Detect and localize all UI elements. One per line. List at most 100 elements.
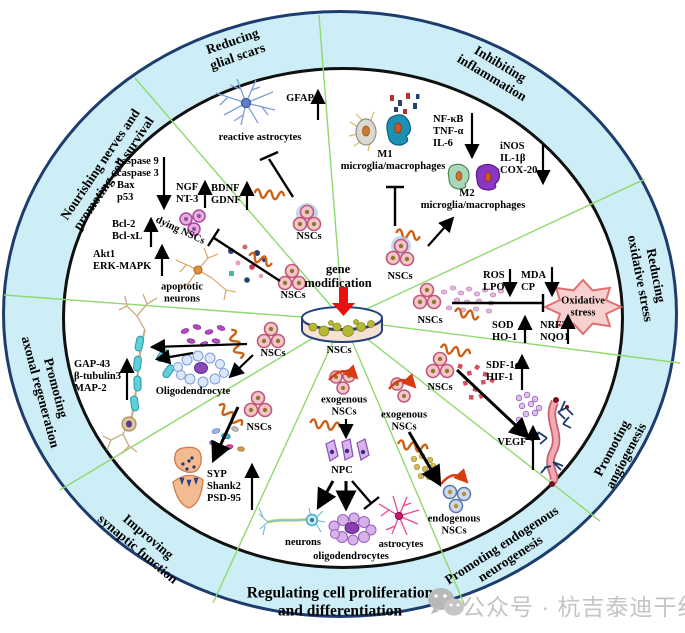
syp-molecule-list: SYP Shank2 PSD-95 (207, 469, 241, 505)
exogenous-nscs-line: NSCs (331, 406, 357, 417)
molecule-item: p53 (117, 192, 134, 204)
bdnf-molecule-list: BDNF GDNF (211, 183, 241, 207)
m1-microglia-label: microglia/macrophages (340, 161, 446, 173)
molecule-item: NT-3 (176, 194, 199, 206)
sod-molecule-list: SOD HO-1 (492, 320, 517, 344)
oxidative-stress-line: stress (570, 307, 596, 318)
molecule-item: β-tubulin3 (74, 371, 121, 383)
exogenous-nscs-label: exogenous NSCs (321, 394, 367, 418)
molecule-item: NRF2 (540, 320, 567, 331)
inhibition-bars (206, 150, 545, 510)
sector-label-line: Regulating cell proliferation (246, 584, 434, 602)
petri-dish-icon (301, 287, 383, 343)
nsc-cluster-icon (256, 321, 286, 349)
gene-modification-arrow (332, 287, 355, 316)
apoptotic-neurons-line: apoptotic (161, 281, 203, 293)
m1-microglia-icon (348, 111, 377, 152)
gap43-molecule-list: GAP-43 β-tubulin3 MAP-2 (74, 359, 121, 395)
molecule-item: PSD-95 (207, 493, 241, 505)
dish-nscs-label: NSCs (326, 345, 352, 357)
bcl-molecule-list: Bcl-2 Bcl-xL (112, 219, 142, 243)
endogenous-nscs-label: endogenous NSCs (428, 513, 481, 537)
reactive-astrocytes-label: reactive astrocytes (218, 132, 302, 144)
m2-microglia-icon-2 (475, 163, 501, 191)
akt-molecule-list: Akt1 ERK-MAPK (93, 249, 151, 273)
exogenous-nscs-line: exogenous (380, 409, 428, 421)
molecule-item: Bax (117, 180, 135, 192)
molecule-item: GDNF (211, 195, 241, 207)
thick-effect-arrows (211, 368, 531, 512)
molecule-item: GAP-43 (74, 359, 111, 370)
neurons-label: neurons (285, 537, 321, 549)
molecule-item: LPO (483, 282, 505, 294)
nscs-label: NSCs (246, 422, 272, 434)
m2-microglia-icon (447, 163, 470, 190)
exogenous-nscs-label: exogenous NSCs (381, 409, 427, 433)
molecule-item: HIF-1 (486, 372, 514, 384)
molecule-item: Bcl-xL (112, 231, 143, 243)
caspase-molecule-list: caspase 9 caspase 3 Bax p53 (117, 156, 159, 204)
npc-label: NPC (331, 465, 353, 477)
molecule-item: IL-6 (433, 138, 453, 150)
molecule-item: IL-1β (500, 153, 526, 165)
nsc-cluster-icon (425, 351, 455, 379)
molecule-item: COX-20 (500, 165, 538, 177)
molecule-item: NF-κB (433, 114, 464, 125)
nsc-cluster-icon (243, 390, 273, 418)
molecule-item: ERK-MAPK (93, 261, 152, 273)
nsc-cluster-icon (385, 236, 415, 267)
neurons-icon (258, 507, 326, 536)
npc-cells-icon (325, 438, 370, 462)
m2-label: M2 (459, 188, 475, 200)
gene-modification-line: gene (325, 262, 351, 276)
molecule-item: MAP-2 (74, 383, 107, 395)
dying-nsc-cluster-icon (179, 209, 206, 236)
mda-molecule-list: MDA CP (521, 270, 546, 294)
molecule-item: CP (521, 282, 535, 294)
molecule-item: caspase 3 (117, 168, 159, 180)
oligodendrocyte-label: Oligodendrocyte (155, 386, 231, 398)
nsc-cluster-icon (277, 263, 307, 291)
effect-arrows (119, 88, 576, 510)
sector-label-line: and differentiation (277, 603, 403, 620)
molecule-item: MDA (521, 270, 547, 281)
nscs-label: NSCs (427, 382, 453, 394)
vegf-label: VEGF (497, 437, 527, 449)
sector-dividers (3, 14, 681, 607)
nfkb-molecule-list: NF-κB TNF-α IL-6 (433, 114, 463, 150)
molecule-item: SYP (207, 469, 227, 480)
synapse-icon (172, 446, 204, 509)
molecule-item: SDF-1α (486, 360, 521, 371)
regenerating-axon-icon (102, 293, 175, 455)
self-renewal-arrows (328, 364, 469, 485)
inos-molecule-list: iNOS IL-1β COX-20 (500, 141, 537, 177)
molecule-item: caspase 9 (117, 156, 159, 167)
nscs-label: NSCs (296, 231, 322, 243)
nsc-cluster-icon (412, 282, 442, 310)
molecule-item: ROS (483, 270, 505, 281)
nsc-cluster-icon (292, 203, 322, 232)
molecule-item: NQO1 (540, 332, 570, 344)
molecule-item: HO-1 (492, 332, 518, 344)
nscs-label: NSCs (387, 271, 413, 283)
sdf-molecule-list: SDF-1α HIF-1 (486, 360, 520, 384)
nscs-label: NSCs (260, 348, 286, 360)
sector-label-regulating-proliferation: Regulating cell proliferation and differ… (247, 585, 434, 622)
molecule-item: BDNF (211, 183, 240, 194)
apoptotic-neurons-label: apoptotic neurons (161, 281, 203, 305)
apoptotic-neuron-icon (175, 247, 237, 301)
molecule-item: Shank2 (207, 481, 241, 493)
vegf-particles-icon (515, 391, 543, 424)
molecule-item: SOD (492, 320, 514, 331)
molecule-item: NGF (176, 182, 199, 193)
cytokine-debris-icon (390, 93, 420, 114)
molecule-item: TNF-α (433, 126, 464, 138)
nrf2-molecule-list: NRF2 NQO1 (540, 320, 569, 344)
endogenous-nscs-line: endogenous (427, 513, 481, 525)
molecule-item: Bcl-2 (112, 219, 136, 230)
gfap-label: GFAP (286, 93, 314, 105)
oligodendrocyte-icon (173, 350, 229, 388)
watermark-text: 公众号 · 杭吉泰迪干细胞 (462, 594, 685, 620)
